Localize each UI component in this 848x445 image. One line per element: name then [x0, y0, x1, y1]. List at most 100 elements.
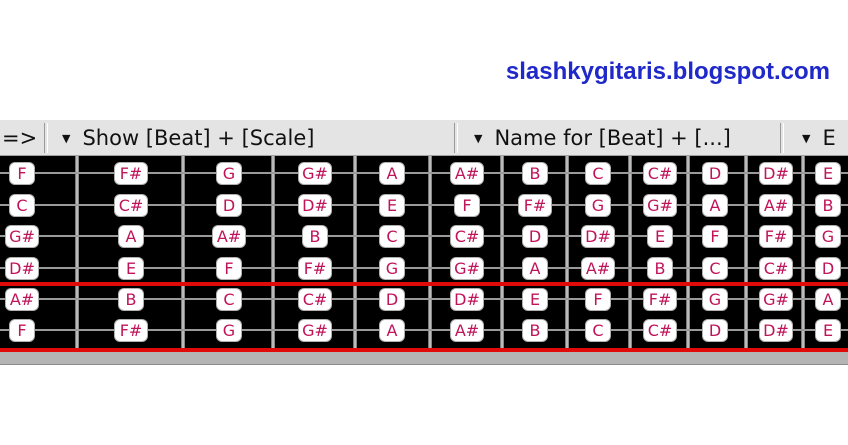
note-marker[interactable]: D	[703, 163, 727, 184]
note-marker[interactable]: F#	[644, 289, 676, 310]
bottom-scroll-bar	[0, 352, 848, 365]
note-marker[interactable]: F#	[299, 258, 331, 279]
note-marker[interactable]: B	[523, 320, 547, 341]
note-marker[interactable]: A	[703, 195, 727, 216]
note-marker[interactable]: A	[119, 226, 143, 247]
guitar-string	[0, 267, 848, 269]
note-marker[interactable]: G	[217, 163, 241, 184]
note-marker[interactable]: B	[648, 258, 672, 279]
note-marker[interactable]: G#	[760, 289, 792, 310]
note-marker[interactable]: G#	[451, 258, 483, 279]
note-marker[interactable]: C	[703, 258, 727, 279]
fret-wire	[500, 156, 504, 352]
note-marker[interactable]: D#	[760, 163, 792, 184]
note-marker[interactable]: F	[217, 258, 241, 279]
note-marker[interactable]: D#	[6, 258, 38, 279]
note-marker[interactable]: C#	[760, 258, 792, 279]
note-marker[interactable]: F	[455, 195, 479, 216]
note-marker[interactable]: D#	[582, 226, 614, 247]
show-dropdown[interactable]: ▼ Show [Beat] + [Scale]	[62, 120, 314, 156]
note-marker[interactable]: A#	[582, 258, 614, 279]
note-marker[interactable]: D	[380, 289, 404, 310]
note-marker[interactable]: E	[523, 289, 547, 310]
note-marker[interactable]: F#	[115, 163, 147, 184]
note-marker[interactable]: C#	[644, 320, 676, 341]
note-marker[interactable]: E	[816, 163, 840, 184]
note-marker[interactable]: F	[703, 226, 727, 247]
note-marker[interactable]: C#	[299, 289, 331, 310]
note-marker[interactable]: D#	[760, 320, 792, 341]
note-marker[interactable]: F#	[760, 226, 792, 247]
note-marker[interactable]: G#	[644, 195, 676, 216]
fret-wire	[686, 156, 690, 352]
note-marker[interactable]: C	[380, 226, 404, 247]
note-marker[interactable]: G#	[6, 226, 38, 247]
note-marker[interactable]: A#	[451, 163, 483, 184]
fret-wire	[744, 156, 748, 352]
note-marker[interactable]: F	[586, 289, 610, 310]
note-marker[interactable]: B	[303, 226, 327, 247]
note-marker[interactable]: G	[380, 258, 404, 279]
note-marker[interactable]: G	[586, 195, 610, 216]
note-marker[interactable]: A#	[760, 195, 792, 216]
note-marker[interactable]: B	[523, 163, 547, 184]
note-marker[interactable]: A	[380, 320, 404, 341]
note-marker[interactable]: A#	[6, 289, 38, 310]
note-marker[interactable]: A#	[451, 320, 483, 341]
dropdown-arrow-icon: ▼	[802, 132, 811, 145]
note-marker[interactable]: F#	[115, 320, 147, 341]
guitar-string	[0, 298, 848, 300]
note-marker[interactable]: C#	[115, 195, 147, 216]
guitar-string	[0, 329, 848, 331]
blog-watermark: slashkygitaris.blogspot.com	[505, 58, 830, 85]
note-marker[interactable]: B	[119, 289, 143, 310]
show-dropdown-label: Show [Beat] + [Scale]	[82, 126, 315, 150]
name-for-dropdown-label: Name for [Beat] + [...]	[494, 126, 731, 150]
toolbar-separator	[780, 123, 784, 153]
third-dropdown-label: E	[822, 126, 836, 150]
note-marker[interactable]: F	[10, 320, 34, 341]
fret-wire	[353, 156, 357, 352]
toolbar-separator	[454, 123, 458, 153]
note-marker[interactable]: E	[380, 195, 404, 216]
note-marker[interactable]: C	[217, 289, 241, 310]
fret-wire	[428, 156, 432, 352]
fret-wire	[271, 156, 275, 352]
dropdown-arrow-icon: ▼	[62, 132, 71, 145]
note-marker[interactable]: E	[816, 320, 840, 341]
note-marker[interactable]: G	[816, 226, 840, 247]
note-marker[interactable]: G	[703, 289, 727, 310]
note-marker[interactable]: D	[523, 226, 547, 247]
note-marker[interactable]: G#	[299, 163, 331, 184]
note-marker[interactable]: G	[217, 320, 241, 341]
note-marker[interactable]: D	[816, 258, 840, 279]
note-marker[interactable]: F#	[519, 195, 551, 216]
note-marker[interactable]: D	[217, 195, 241, 216]
note-marker[interactable]: C	[10, 195, 34, 216]
dropdown-arrow-icon: ▼	[474, 132, 483, 145]
note-marker[interactable]: E	[648, 226, 672, 247]
third-dropdown[interactable]: ▼E	[802, 120, 836, 156]
highlight-line	[0, 282, 848, 286]
note-marker[interactable]: D	[703, 320, 727, 341]
note-marker[interactable]: F	[10, 163, 34, 184]
note-marker[interactable]: A#	[213, 226, 245, 247]
note-marker[interactable]: E	[119, 258, 143, 279]
arrow-indicator: =>	[2, 126, 38, 150]
toolbar: => ▼ Show [Beat] + [Scale] ▼ Name for [Bea…	[0, 119, 848, 156]
name-for-dropdown[interactable]: ▼ Name for [Beat] + [...]	[474, 120, 731, 156]
note-marker[interactable]: C#	[451, 226, 483, 247]
fret-wire	[181, 156, 185, 352]
note-marker[interactable]: A	[523, 258, 547, 279]
note-marker[interactable]: D#	[299, 195, 331, 216]
note-marker[interactable]: G#	[299, 320, 331, 341]
note-marker[interactable]: A	[816, 289, 840, 310]
guitar-string	[0, 204, 848, 206]
note-marker[interactable]: C	[586, 163, 610, 184]
note-marker[interactable]: B	[816, 195, 840, 216]
note-marker[interactable]: C#	[644, 163, 676, 184]
note-marker[interactable]: D#	[451, 289, 483, 310]
note-marker[interactable]: A	[380, 163, 404, 184]
note-marker[interactable]: C	[586, 320, 610, 341]
